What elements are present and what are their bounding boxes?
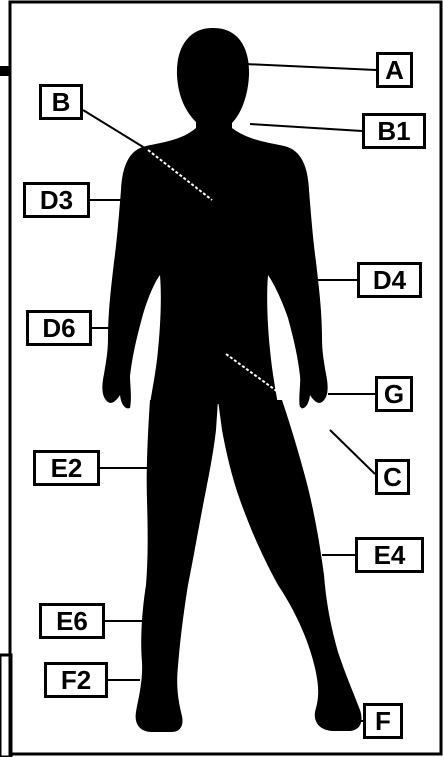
leader-B1: [249, 123, 363, 132]
dashed-leader-lines: [147, 149, 331, 431]
leader-C-inner: [225, 353, 331, 431]
label-d3: D3: [23, 182, 90, 218]
leader-B-outer: [82, 109, 149, 151]
label-b: B: [39, 84, 83, 120]
right-leg: [218, 400, 362, 731]
label-e4: E4: [355, 537, 424, 573]
leader-A: [244, 63, 377, 71]
label-f2: F2: [44, 662, 108, 698]
leader-lines: [82, 63, 377, 722]
diagram-frame: [8, 0, 443, 756]
label-d4: D4: [357, 262, 422, 298]
label-e2: E2: [33, 450, 100, 486]
label-e6: E6: [39, 603, 105, 639]
leader-C-outer: [329, 429, 376, 475]
label-c: C: [375, 459, 410, 495]
label-b1: B1: [362, 113, 426, 149]
left-edge-tab-top: [0, 66, 11, 76]
head: [176, 27, 250, 136]
left-edge-tab-bottom: [0, 653, 13, 757]
torso-and-arms: [102, 128, 328, 409]
label-d6: D6: [26, 310, 92, 346]
human-silhouette: [102, 27, 362, 732]
label-a: A: [376, 52, 413, 88]
leader-B-inner: [147, 149, 213, 201]
left-leg: [135, 400, 218, 732]
label-f: F: [363, 703, 403, 739]
label-g: G: [375, 376, 413, 412]
